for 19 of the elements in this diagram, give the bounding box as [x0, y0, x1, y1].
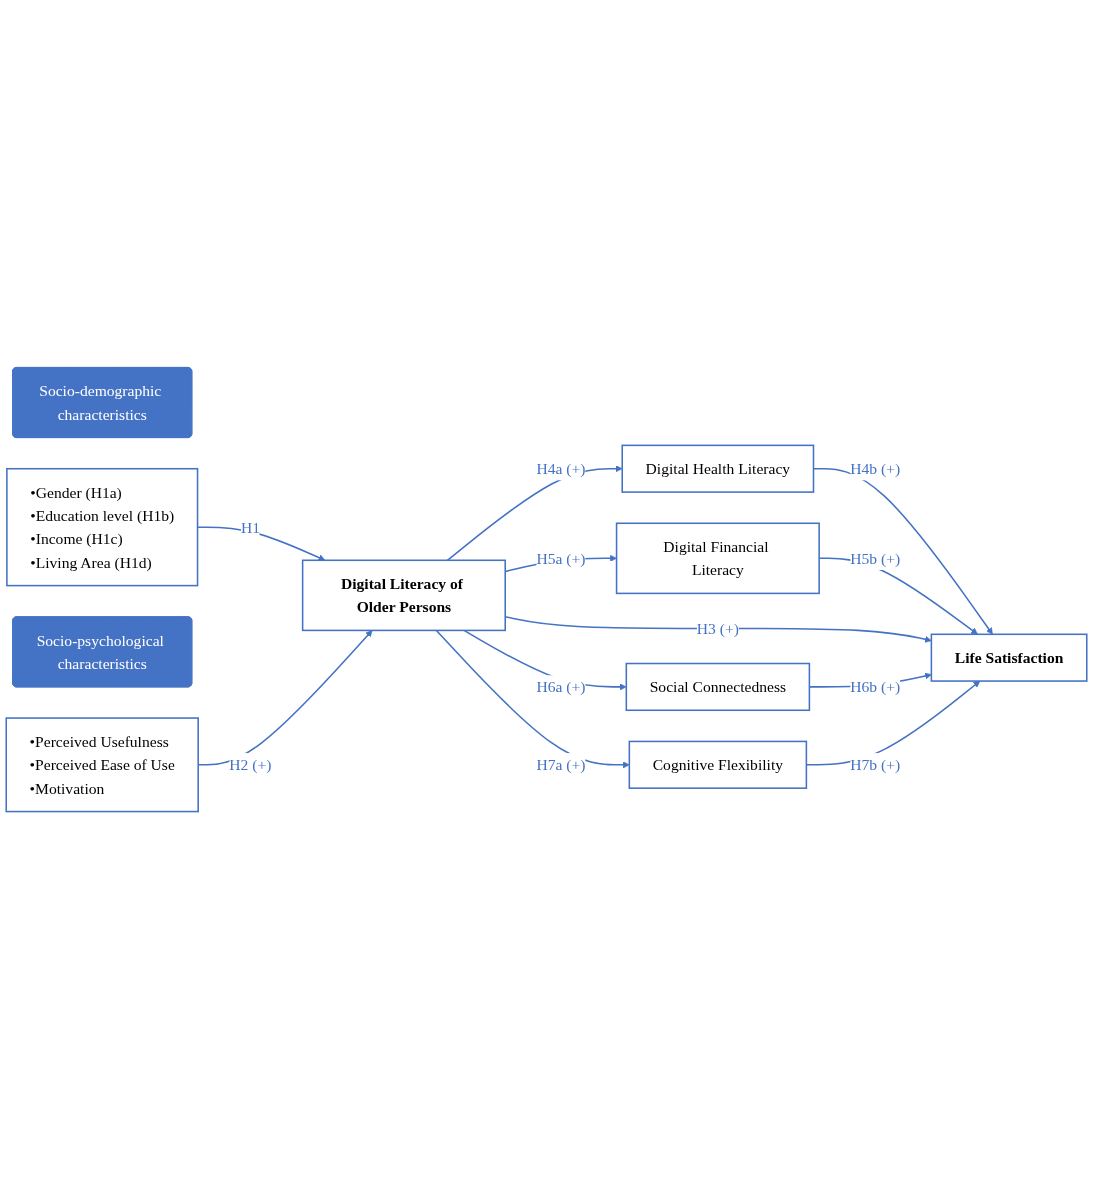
- edge-label: H5a (+): [536, 549, 586, 567]
- edge-label: H7b (+): [850, 756, 901, 774]
- node-box: Life Satisfaction: [930, 633, 1088, 682]
- edge-label: H4a (+): [536, 460, 586, 478]
- edge-label: H4b (+): [850, 460, 901, 478]
- node-box: Cognitive Flexibility: [628, 740, 808, 789]
- edge-label: H7a (+): [536, 756, 586, 774]
- edge-label: H5b (+): [850, 549, 901, 567]
- node-box: Digital Financial Literacy: [615, 522, 820, 595]
- edge-label: H6b (+): [850, 678, 901, 696]
- edge-label: H6a (+): [536, 678, 586, 696]
- node-box: •Gender (H1a) •Education level (H1b) •Income (H1c) •Living Area (H1d): [6, 467, 199, 587]
- node-box: Social Connectedness: [625, 662, 811, 712]
- node-box: Digital Health Literacy: [621, 444, 815, 493]
- edge-label: H3 (+): [696, 619, 739, 638]
- edge-label: H2 (+): [229, 756, 272, 774]
- edge-label: H1: [240, 518, 260, 536]
- node-box: •Perceived Usefulness •Perceived Ease of Use •Motivation: [5, 717, 199, 813]
- node-box: Digital Literacy of Older Persons: [301, 559, 506, 632]
